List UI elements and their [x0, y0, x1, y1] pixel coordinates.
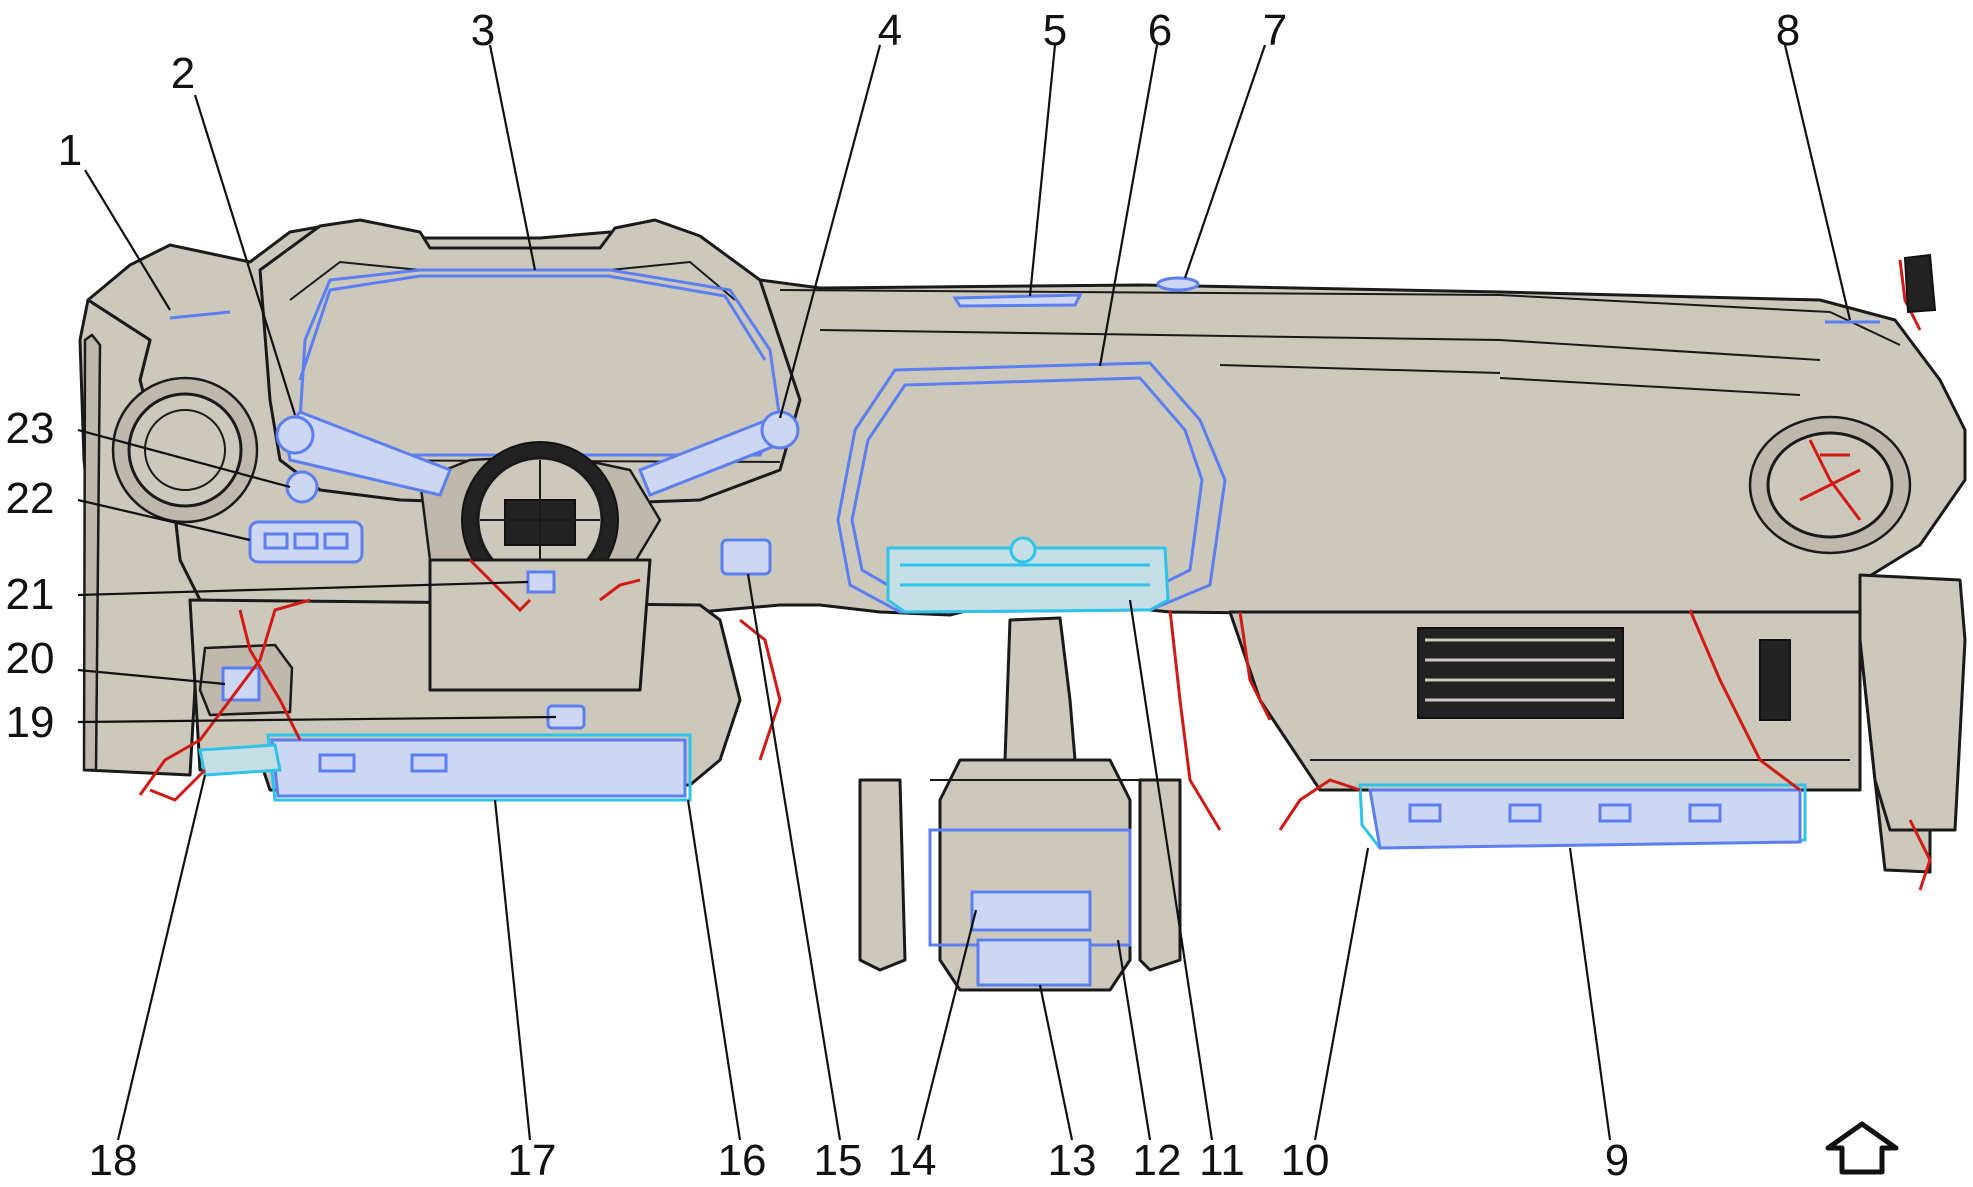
callout-3: 3 [471, 6, 495, 55]
turn-signal-lever [275, 410, 452, 497]
callout-9: 9 [1605, 1136, 1629, 1185]
callout-17: 17 [508, 1136, 557, 1185]
callout-2: 2 [171, 49, 195, 98]
console-module-14 [970, 890, 1092, 932]
callout-19: 19 [6, 698, 55, 747]
callout-11: 11 [1199, 1136, 1245, 1185]
callout-8: 8 [1776, 6, 1800, 55]
dash-top [779, 289, 1901, 396]
callout-1: 1 [58, 126, 82, 175]
top-sensor-7 [1156, 276, 1200, 292]
callout-7: 7 [1263, 6, 1287, 55]
callout-12: 12 [1133, 1136, 1182, 1185]
callout-18: 18 [89, 1136, 138, 1185]
callout-16: 16 [718, 1136, 767, 1185]
driver-knee-airbag [266, 733, 692, 802]
shifter-console [858, 616, 1182, 992]
callout-20: 20 [6, 634, 55, 683]
connector-21 [526, 570, 556, 594]
leader-lines [77, 44, 1852, 1141]
callout-13: 13 [1048, 1136, 1097, 1185]
forward-arrow-icon [1825, 1121, 1899, 1175]
top-speaker-1 [169, 310, 231, 320]
steering-column [418, 441, 662, 692]
console-module-13 [976, 938, 1092, 987]
passenger-knee-airbag [1358, 783, 1807, 850]
switch-15 [720, 538, 772, 576]
callout-10: 10 [1281, 1136, 1330, 1185]
wiper-lever [638, 410, 800, 497]
top-sensor-5 [952, 293, 1083, 308]
left-air-vent [111, 376, 259, 524]
headlamp-switch [248, 520, 364, 564]
callout-15: 15 [814, 1136, 863, 1185]
right-bracket [1759, 253, 1937, 721]
callout-21: 21 [6, 570, 55, 619]
right-air-vent [1748, 415, 1912, 555]
callout-5: 5 [1043, 6, 1067, 55]
callout-14: 14 [888, 1136, 937, 1185]
connector-18 [198, 743, 282, 777]
callout-numbers: 1 2 3 4 5 6 7 8 9 10 11 12 13 14 15 16 1… [6, 6, 1801, 1185]
switch-23 [285, 470, 319, 504]
hvac-box [1228, 610, 1862, 792]
callout-6: 6 [1148, 6, 1172, 55]
hvac-control-panel [886, 536, 1170, 614]
callout-22: 22 [6, 474, 55, 523]
callout-23: 23 [6, 404, 55, 453]
callout-4: 4 [878, 6, 902, 55]
